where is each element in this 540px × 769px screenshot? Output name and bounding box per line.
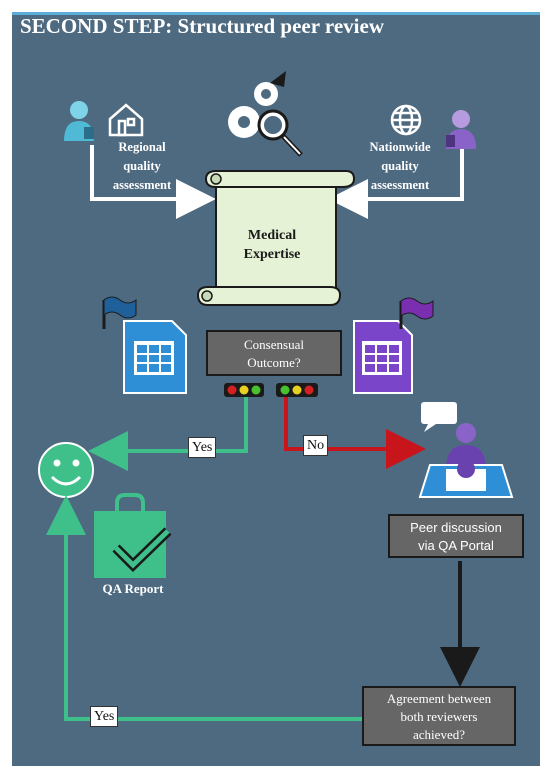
regional-arrow	[90, 145, 216, 219]
globe-icon	[390, 104, 422, 136]
traffic-light-red	[276, 383, 318, 397]
yes-bottom-label: Yes	[90, 706, 119, 727]
gears-magnifier-icon	[228, 71, 303, 157]
yes-top-label: Yes	[188, 437, 217, 458]
medical-expertise-label: Medical Expertise	[243, 228, 301, 262]
yes-top-arrow	[88, 397, 248, 471]
consensual-outcome-box: Consensual Outcome?	[206, 330, 342, 376]
purple-document-icon	[353, 297, 434, 394]
nationwide-reviewer-icon	[446, 110, 476, 149]
blue-document-icon	[102, 296, 187, 394]
yes-bottom-arrow	[46, 495, 362, 721]
smiley-icon	[38, 442, 94, 498]
regional-label: Regional quality assessment	[112, 140, 172, 192]
no-label: No	[303, 435, 329, 456]
agreement-box: Agreement between both reviewers achieve…	[362, 686, 516, 746]
qa-report-label: QA Report	[102, 581, 164, 596]
nationwide-label: Nationwide quality assessment	[369, 140, 431, 192]
medical-expertise-scroll	[196, 170, 356, 306]
qa-report-icon	[94, 493, 172, 578]
diagram-panel	[12, 12, 540, 766]
discussion-person-icon	[418, 402, 514, 498]
regional-reviewer-icon	[64, 101, 94, 141]
no-arrow	[284, 397, 426, 469]
traffic-light-green	[224, 383, 264, 397]
diagram-graphics	[38, 71, 514, 721]
house-icon	[108, 103, 144, 137]
peer-discussion-box: Peer discussion via QA Portal	[388, 514, 524, 558]
diagram-title: SECOND STEP: Structured peer review	[20, 14, 384, 38]
nationwide-arrow	[328, 149, 464, 219]
